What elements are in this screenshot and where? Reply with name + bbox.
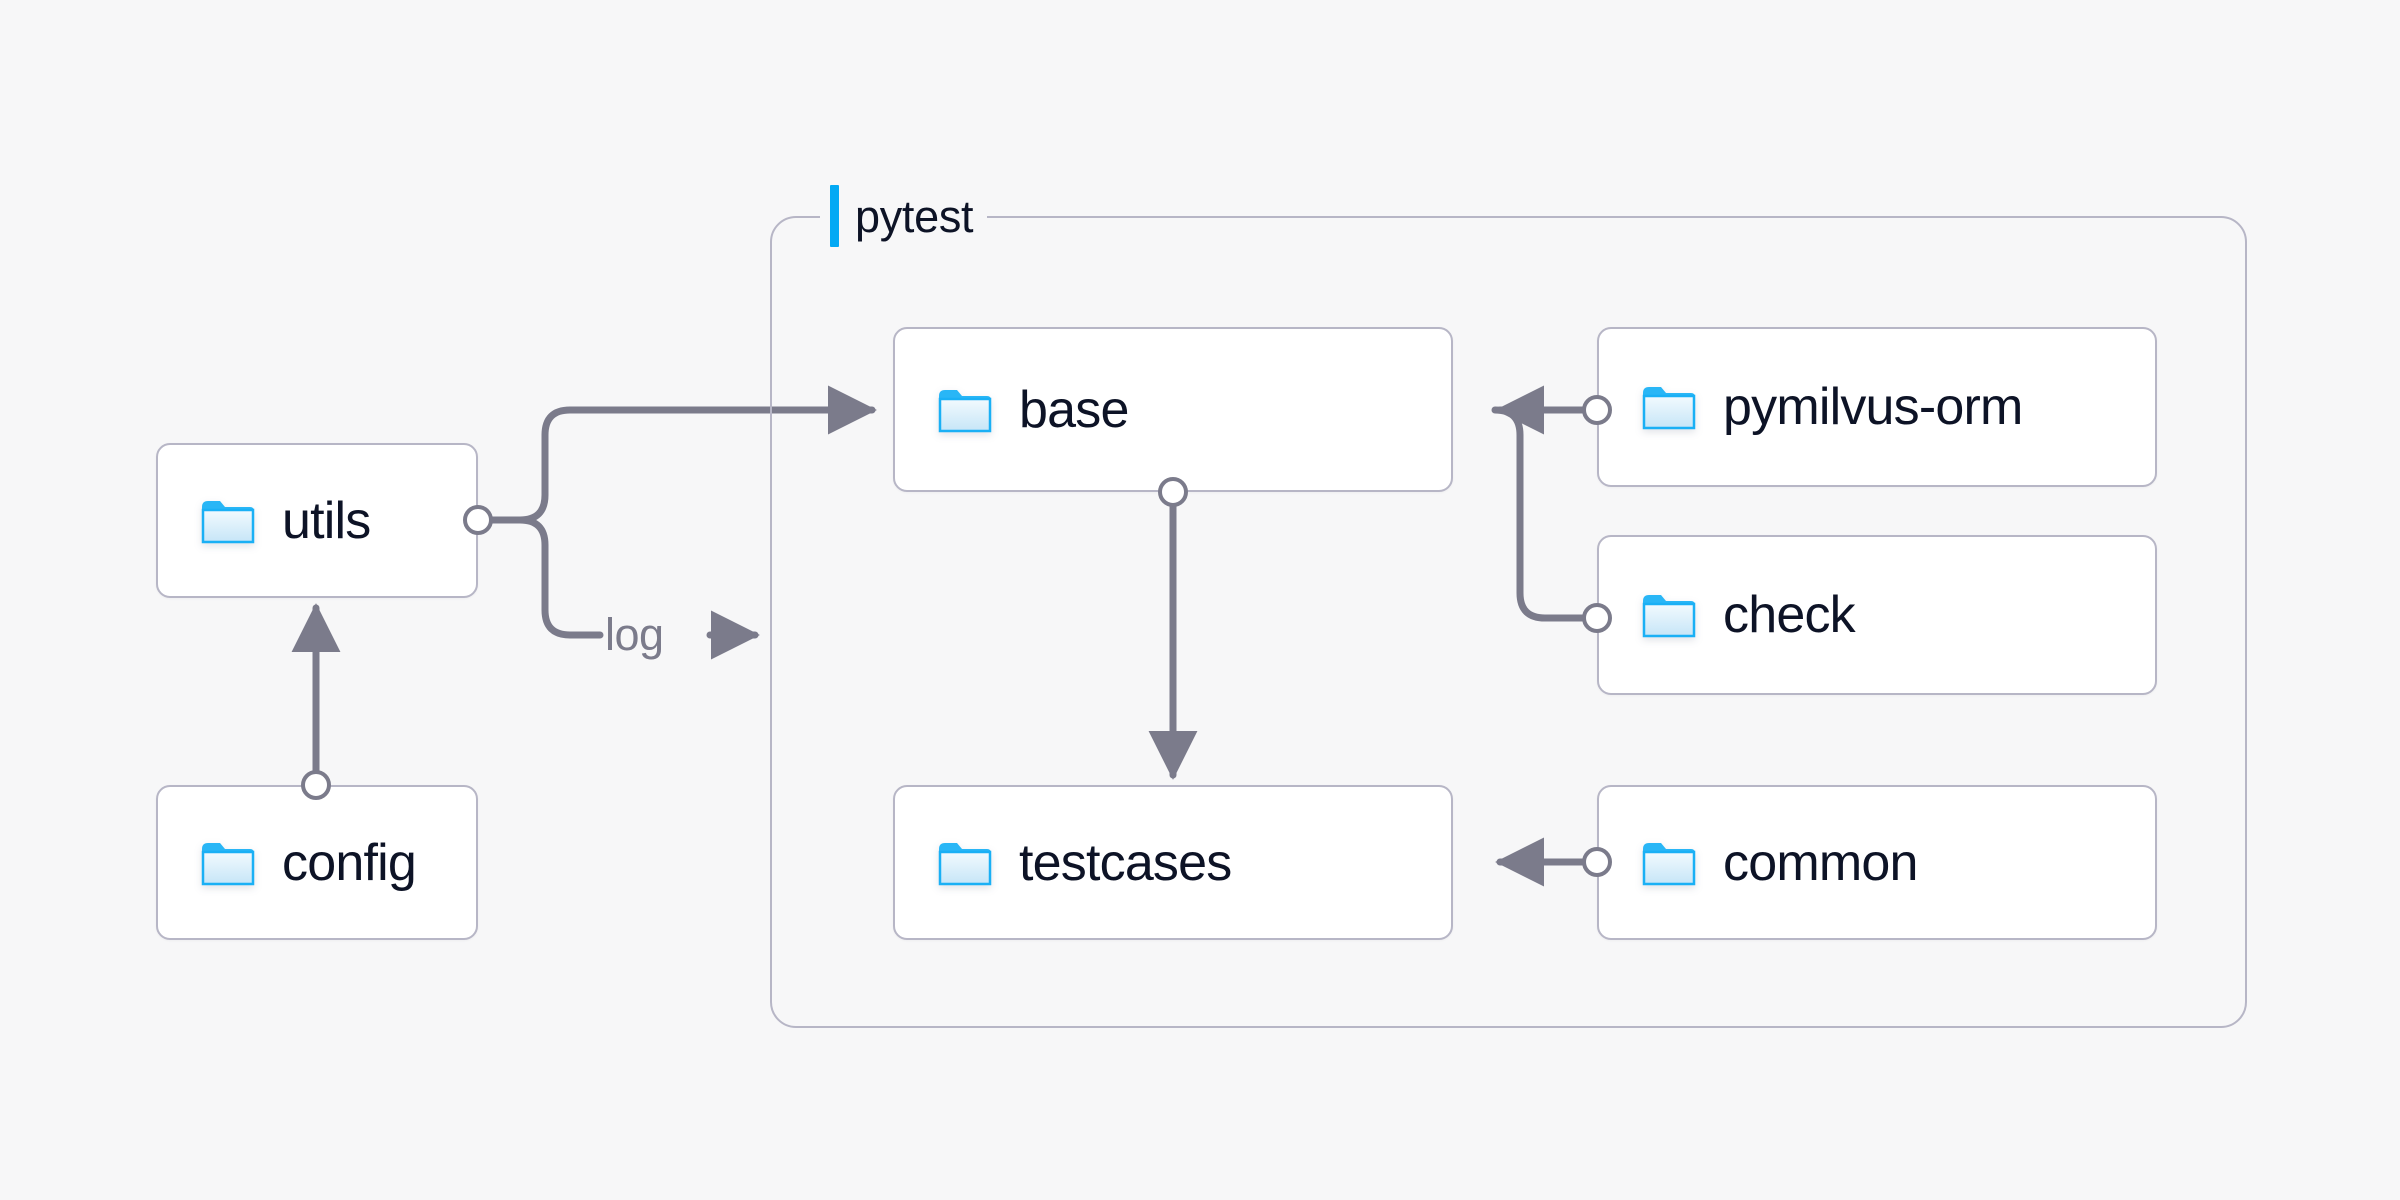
folder-icon — [1641, 839, 1697, 887]
node-utils-label: utils — [282, 491, 371, 550]
node-common-label: common — [1723, 833, 1918, 892]
node-config[interactable]: config — [156, 785, 478, 940]
node-base-label: base — [1019, 380, 1129, 439]
folder-icon — [200, 497, 256, 545]
folder-icon — [937, 386, 993, 434]
port-common-left[interactable] — [1582, 847, 1612, 877]
port-config-top[interactable] — [301, 770, 331, 800]
folder-icon — [1641, 383, 1697, 431]
accent-bar-icon — [830, 185, 839, 247]
edge-label-log: log — [605, 609, 664, 660]
node-config-label: config — [282, 833, 417, 892]
node-base[interactable]: base — [893, 327, 1453, 492]
edge-utils-log-elbow — [486, 516, 604, 639]
group-pytest-label-wrap: pytest — [820, 185, 988, 247]
folder-icon — [200, 839, 256, 887]
node-testcases[interactable]: testcases — [893, 785, 1453, 940]
port-base-bottom[interactable] — [1158, 477, 1188, 507]
folder-icon — [937, 839, 993, 887]
node-pymilvus-orm[interactable]: pymilvus-orm — [1597, 327, 2157, 487]
group-pytest-label: pytest — [855, 190, 974, 242]
node-pymilvus-orm-label: pymilvus-orm — [1723, 378, 2023, 436]
node-check-label: check — [1723, 586, 1856, 644]
port-pymilvus-orm-left[interactable] — [1582, 395, 1612, 425]
node-common[interactable]: common — [1597, 785, 2157, 940]
port-utils-right[interactable] — [463, 505, 493, 535]
folder-icon — [1641, 591, 1697, 639]
node-check[interactable]: check — [1597, 535, 2157, 695]
group-pytest[interactable] — [770, 216, 2247, 1028]
port-check-left[interactable] — [1582, 603, 1612, 633]
node-testcases-label: testcases — [1019, 833, 1232, 892]
node-utils[interactable]: utils — [156, 443, 478, 598]
